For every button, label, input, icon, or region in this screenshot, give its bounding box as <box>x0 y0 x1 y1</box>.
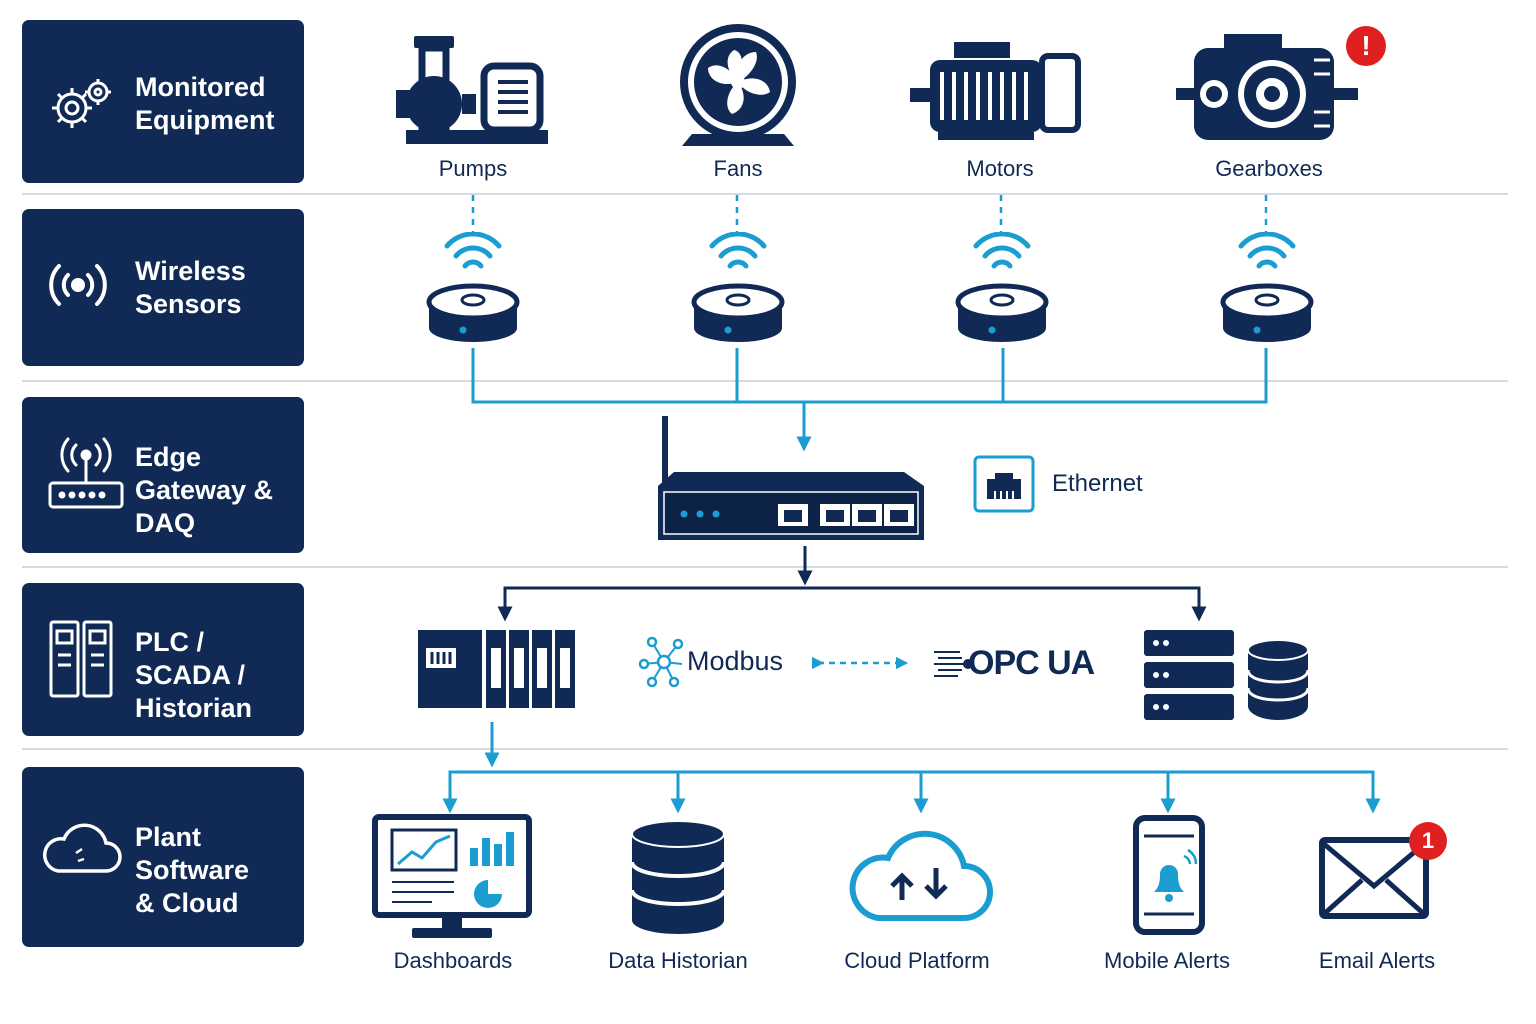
tier-title: Wireless Sensors <box>135 255 246 321</box>
separator <box>22 193 1508 195</box>
tier-title-line: Sensors <box>135 289 242 319</box>
wireless-sensor-icon <box>1220 232 1314 342</box>
tier-edge-gateway: Edge Gateway & DAQ <box>22 397 304 553</box>
edge-gateway-icon <box>658 416 924 540</box>
modbus-network-icon <box>638 636 684 688</box>
ethernet-label: Ethernet <box>1052 470 1143 497</box>
tier-wireless-sensors: Wireless Sensors <box>22 209 304 366</box>
tier-title: PLC / SCADA / Historian <box>135 626 304 725</box>
plc-cabinet-icon <box>49 620 113 698</box>
wireless-sensor-icon <box>955 232 1049 342</box>
ethernet-port-icon <box>973 455 1035 513</box>
tier-title-line: Gateway & DAQ <box>135 475 274 538</box>
tier-title-line: Wireless <box>135 256 246 286</box>
plc-rack-icon <box>418 630 575 708</box>
separator <box>22 748 1508 750</box>
email-count-badge: 1 <box>1409 822 1447 860</box>
wireless-sensor-icon <box>426 232 520 342</box>
output-label: Dashboards <box>393 948 513 973</box>
pump-icon <box>396 36 548 144</box>
email-icon <box>1319 837 1429 919</box>
output-label: Cloud Platform <box>844 948 990 973</box>
tier-title-line: & Cloud <box>135 888 239 918</box>
gateway-plc-links <box>497 546 1207 622</box>
output-label: Mobile Alerts <box>1104 948 1230 973</box>
router-antenna-icon <box>48 437 124 509</box>
output-label: Email Alerts <box>1318 948 1436 973</box>
tier-title-line: Historian <box>135 693 253 723</box>
alert-badge: ! <box>1346 26 1386 66</box>
tier-title: Edge Gateway & DAQ <box>135 441 304 540</box>
fan-icon <box>680 24 796 146</box>
tier-monitored-equipment: Monitored Equipment <box>22 20 304 183</box>
gearbox-icon <box>1176 34 1358 140</box>
sensor-bus <box>471 348 1268 452</box>
data-historian-icon <box>630 820 726 934</box>
tier-plant-software: Plant Software & Cloud <box>22 767 304 947</box>
tier-title-line: PLC / SCADA / <box>135 627 246 690</box>
tier-title-line: Plant Software <box>135 822 250 885</box>
output-label: Data Historian <box>608 948 748 973</box>
separator <box>22 380 1508 382</box>
equipment-label: Gearboxes <box>1215 156 1323 181</box>
server-database-icon <box>1144 630 1310 720</box>
tier-title-line: Edge <box>135 442 202 472</box>
modbus-label: Modbus <box>687 646 784 676</box>
dashboard-monitor-icon <box>372 814 532 938</box>
wireless-sensor-icon <box>691 232 785 342</box>
equipment-label: Pumps <box>438 156 508 181</box>
tier-title: Plant Software & Cloud <box>135 821 304 920</box>
equipment-label: Motors <box>966 156 1034 181</box>
opc-ua-label: OPC UA <box>968 644 1095 682</box>
equipment-label: Fans <box>713 156 763 181</box>
gears-icon <box>52 79 111 128</box>
cloud-platform-icon <box>849 830 993 921</box>
separator <box>22 566 1508 568</box>
wireless-signal-icon <box>49 264 107 306</box>
tier-title: Monitored Equipment <box>135 71 275 137</box>
opc-ua-mark-icon <box>934 651 973 677</box>
motor-icon <box>910 42 1081 140</box>
cloud-icon <box>42 823 122 873</box>
tier-title-line: Equipment <box>135 105 275 135</box>
mobile-alerts-icon <box>1133 815 1205 935</box>
software-bus <box>442 722 1381 814</box>
tier-plc-scada: PLC / SCADA / Historian <box>22 583 304 736</box>
equipment-sensor-links <box>471 195 1268 232</box>
tier-title-line: Monitored <box>135 72 266 102</box>
